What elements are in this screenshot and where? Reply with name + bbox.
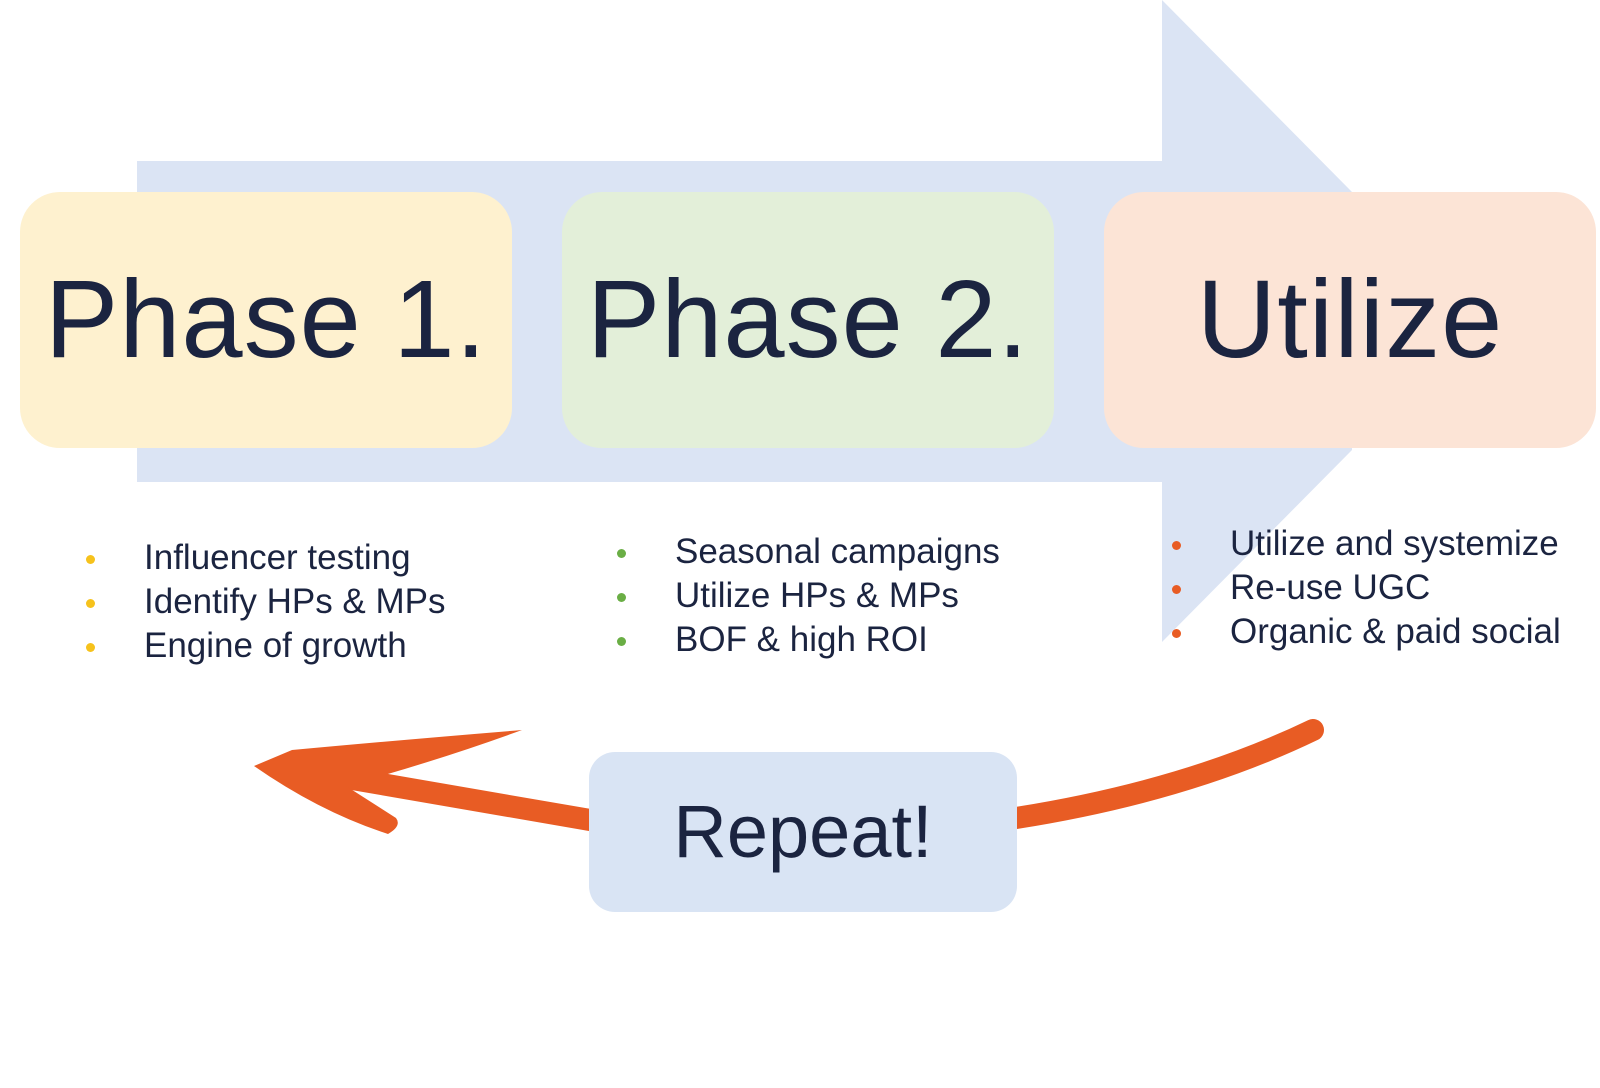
bullet-item: Engine of growth xyxy=(86,624,445,668)
bullet-text: Re-use UGC xyxy=(1230,568,1431,607)
bullet-dot xyxy=(1172,629,1181,638)
loop-arrowhead xyxy=(254,730,522,834)
loop-arrow-right xyxy=(1005,719,1324,829)
repeat-label: Repeat! xyxy=(673,790,933,873)
bullet-dot xyxy=(617,637,626,646)
phase1-box: Phase 1. xyxy=(20,192,512,448)
bullet-dot xyxy=(1172,541,1181,550)
utilize-title: Utilize xyxy=(1196,258,1504,381)
bullet-dot xyxy=(86,555,95,564)
phase2-box: Phase 2. xyxy=(562,192,1054,448)
bullet-item: Identify HPs & MPs xyxy=(86,580,446,624)
bullet-dot xyxy=(86,643,95,652)
bullet-item: Seasonal campaigns xyxy=(617,530,1000,574)
bullet-text: Organic & paid social xyxy=(1230,612,1561,651)
utilize-bullet-list: Utilize and systemize Re-use UGC Organic… xyxy=(1172,522,1561,654)
bullet-text: Seasonal campaigns xyxy=(675,532,1000,571)
bullet-dot xyxy=(86,599,95,608)
phase2-title: Phase 2. xyxy=(586,258,1030,381)
bullet-text: Identify HPs & MPs xyxy=(144,582,446,621)
bullet-item: Influencer testing xyxy=(86,536,445,580)
bullet-item: BOF & high ROI xyxy=(617,618,1000,662)
bullet-text: Utilize HPs & MPs xyxy=(675,576,959,615)
bullet-item: Utilize and systemize xyxy=(1172,522,1561,566)
bullet-dot xyxy=(1172,585,1181,594)
bullet-text: Utilize and systemize xyxy=(1230,524,1559,563)
phase1-title: Phase 1. xyxy=(44,258,488,381)
bullet-dot xyxy=(617,593,626,602)
bullet-item: Organic & paid social xyxy=(1172,610,1561,654)
repeat-box: Repeat! xyxy=(589,752,1017,912)
bullet-text: Engine of growth xyxy=(144,626,407,665)
bullet-item: Utilize HPs & MPs xyxy=(617,574,1000,618)
bullet-text: Influencer testing xyxy=(144,538,411,577)
utilize-box: Utilize xyxy=(1104,192,1596,448)
phase2-bullet-list: Seasonal campaigns Utilize HPs & MPs BOF… xyxy=(617,530,1000,662)
bullet-item: Re-use UGC xyxy=(1172,566,1561,610)
phase1-bullet-list: Influencer testing Identify HPs & MPs En… xyxy=(86,536,446,668)
bullet-dot xyxy=(617,549,626,558)
bullet-text: BOF & high ROI xyxy=(675,620,928,659)
